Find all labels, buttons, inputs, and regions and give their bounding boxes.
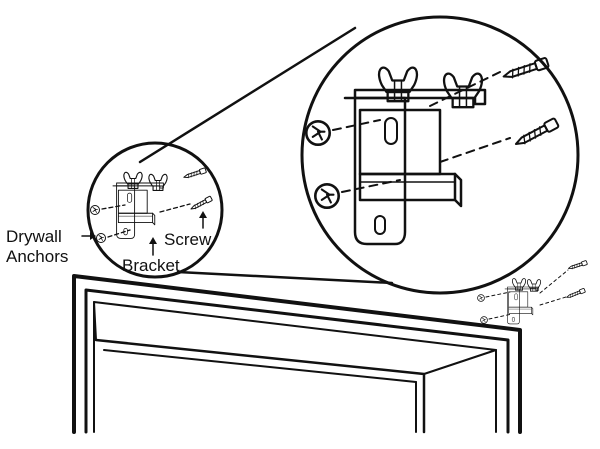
bracket-small (112, 182, 164, 239)
drywall-anchor-icon (304, 120, 341, 209)
detail-circle-large (300, 15, 580, 295)
bracket-large (343, 88, 487, 246)
drywall-label-line2: Anchors (6, 247, 68, 266)
screw-label: Screw (164, 230, 212, 249)
drywall-anchor-icon (477, 294, 488, 324)
bracket-label: Bracket (122, 256, 180, 275)
label-bracket: Bracket (122, 237, 180, 275)
label-screw: Screw (164, 211, 212, 249)
magnifier-lines (138, 26, 394, 285)
detail-circle-small (86, 141, 224, 279)
window-frame (72, 274, 522, 434)
drywall-label-line1: Drywall (6, 227, 62, 246)
installed-bracket-right (477, 260, 588, 325)
wing-nut-icon (377, 66, 484, 109)
label-drywall-anchors: Drywall Anchors (6, 227, 96, 266)
screw-icon (565, 260, 588, 300)
